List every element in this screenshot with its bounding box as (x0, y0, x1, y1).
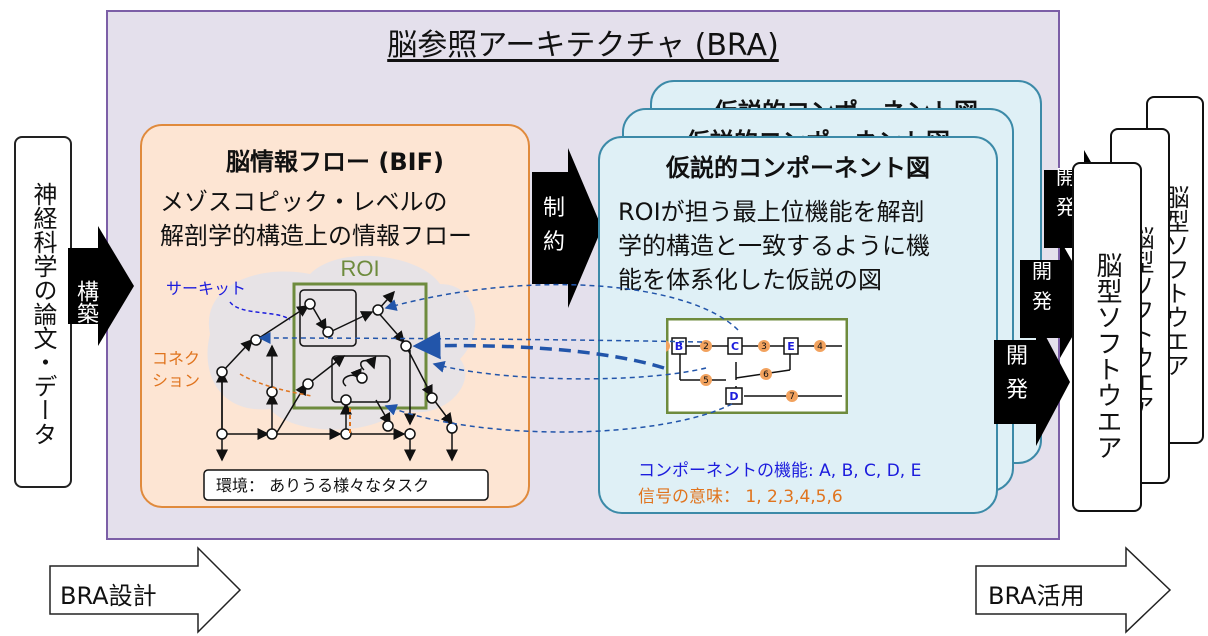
roi-label: ROI (340, 256, 379, 281)
develop-2-char-1: 開 (1032, 259, 1052, 283)
connection-label-line1: コネク (152, 349, 200, 368)
bif-network-diagram: ROI (152, 255, 489, 501)
component-label-b: B (675, 340, 683, 353)
circuit-subbox-1 (299, 289, 357, 347)
brain-silhouette (207, 255, 476, 430)
bif-description-line1: メゾスコピック・レベルの (160, 188, 448, 216)
circuit-subbox-2 (331, 355, 391, 403)
develop-2-char-2: 発 (1032, 289, 1052, 313)
bif-title: 脳情報フロー (BIF) (226, 148, 444, 176)
bra-design-label: BRA設計 (60, 582, 157, 610)
component-diagram: B C E D 1 2 3 4 5 6 7 (666, 318, 848, 414)
constraint-arrow-label: 制 約 (536, 192, 572, 260)
hypothesis-description-line1: ROIが担う最上位機能を解剖 (618, 198, 925, 226)
signal-2: 2 (703, 342, 709, 352)
hypothesis-title: 仮説的コンポーネント図 (666, 154, 930, 182)
signal-6: 6 (763, 370, 769, 380)
signal-5: 5 (703, 376, 709, 386)
component-function-legend: コンポーネントの機能: A, B, C, D, E (638, 461, 922, 481)
signal-7: 7 (789, 392, 795, 402)
signal-meaning-legend: 信号の意味： 1, 2,3,4,5,6 (638, 487, 843, 507)
hypothesis-card-front: 仮説的コンポーネント図 ROIが担う最上位機能を解剖 学的構造と一致するように機… (598, 136, 998, 514)
component-label-e: E (787, 340, 795, 353)
develop-3-char-2: 発 (1056, 195, 1076, 219)
constraint-char-2: 約 (542, 230, 565, 255)
environment-box (203, 469, 489, 501)
signal-4: 4 (817, 342, 823, 352)
hypothesis-description-line3: 能を体系化した仮説の図 (618, 266, 882, 294)
build-arrow-label: 構築 (73, 280, 98, 324)
circuit-label: サーキット (166, 279, 246, 298)
constraint-arrow (532, 148, 602, 308)
develop-1-char-2: 発 (1005, 378, 1028, 403)
develop-arrow-3-label: 開 発 (1048, 162, 1084, 222)
connection-label-line2: ション (152, 371, 200, 390)
brain-software-card-1: 脳型ソフトウエア (1072, 162, 1142, 512)
signal-3: 3 (761, 342, 767, 352)
develop-1-char-1: 開 (1005, 344, 1028, 369)
constraint-char-1: 制 (542, 196, 565, 221)
neuroscience-source-box: 神経科学の論文・データ (14, 136, 72, 488)
hypothesis-description-line2: 学的構造と一致するように機 (618, 232, 930, 260)
component-label-d: D (729, 390, 738, 403)
bif-description-line2: 解剖学的構造上の情報フロー (160, 222, 472, 250)
bra-title: 脳参照アーキテクチャ (BRA) (387, 28, 779, 63)
bra-usage-arrow (975, 546, 1172, 634)
signal-1: 1 (666, 342, 667, 352)
environment-label: 環境： ありうる様々なタスク (216, 476, 429, 495)
bra-usage-label: BRA活用 (988, 582, 1085, 610)
build-arrow (68, 226, 134, 346)
brain-software-card-1-label: 脳型ソフトウエア (1092, 252, 1122, 460)
bra-design-arrow (49, 546, 242, 634)
develop-arrow-2-label: 開 発 (1024, 256, 1060, 316)
neuroscience-source-label: 神経科学の論文・データ (29, 182, 57, 446)
develop-arrow-1-label: 開 発 (998, 340, 1036, 408)
component-label-c: C (731, 340, 739, 353)
develop-3-char-1: 開 (1056, 165, 1076, 189)
develop-arrow-1 (994, 318, 1070, 446)
